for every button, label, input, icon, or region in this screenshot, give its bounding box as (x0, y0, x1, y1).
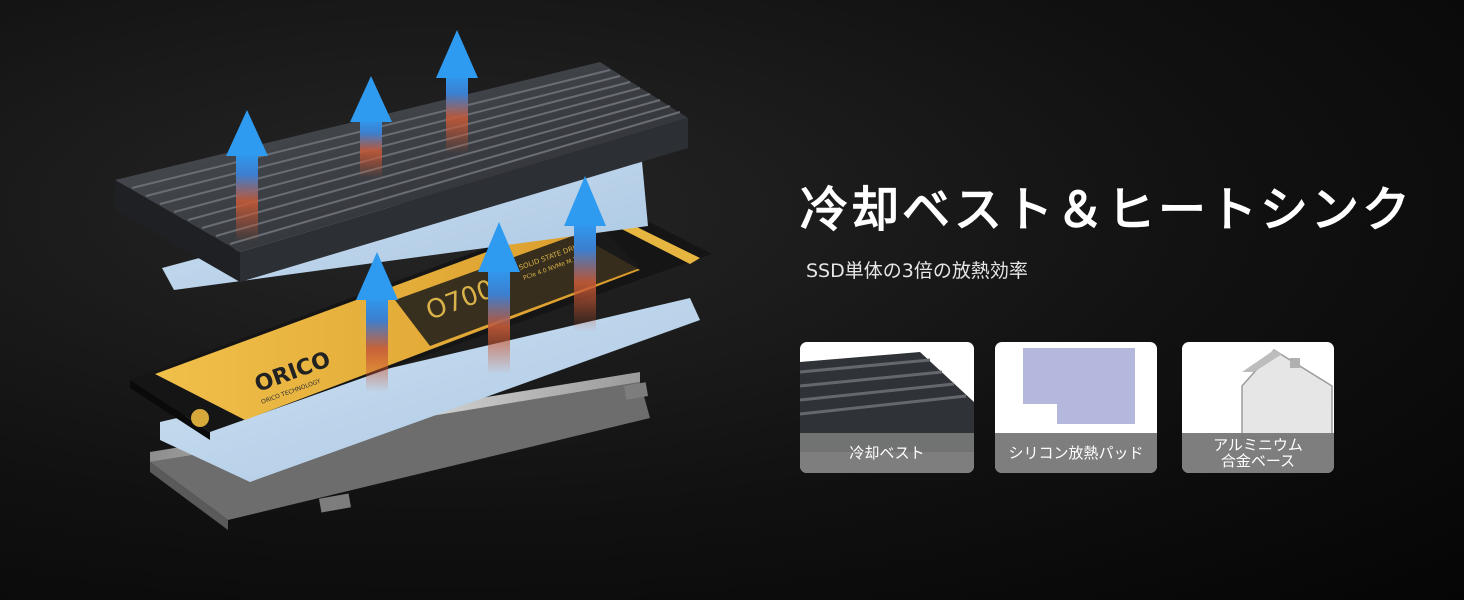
heatsink-fins-icon (800, 352, 974, 452)
thermal-pad-icon (1023, 348, 1135, 424)
airflow-arrow-icon (436, 30, 478, 154)
component-label-line1: アルミニウム (1213, 436, 1303, 454)
component-label-line2: 合金ベース (1220, 452, 1296, 470)
headline: 冷却ベスト＆ヒートシンク (800, 182, 1413, 238)
airflow-arrow-icon (356, 252, 398, 392)
airflow-arrow-icon (478, 222, 520, 374)
aluminum-base-icon (1241, 349, 1333, 439)
lower-thermal-pad (160, 298, 700, 482)
airflow-arrow-icon (350, 76, 392, 178)
component-card-aluminum-base: アルミニウム 合金ベース (1182, 342, 1334, 473)
airflow-arrows (226, 30, 606, 392)
component-label: 冷却ベスト (800, 433, 974, 473)
component-card-heatsink: 冷却ベスト (800, 342, 974, 473)
airflow-arrow-icon (226, 110, 268, 242)
subheadline: SSD単体の3倍の放熱効率 (806, 260, 1028, 282)
exploded-ssd-illustration: ORICO ORICO TECHNOLOGY O7000 SOLID STATE… (115, 30, 712, 530)
component-card-thermal-pad: シリコン放熱パッド (995, 342, 1157, 473)
component-label: アルミニウム 合金ベース (1182, 433, 1334, 473)
airflow-arrow-icon (564, 176, 606, 332)
component-label: シリコン放熱パッド (995, 433, 1157, 473)
heatsink (115, 62, 688, 282)
